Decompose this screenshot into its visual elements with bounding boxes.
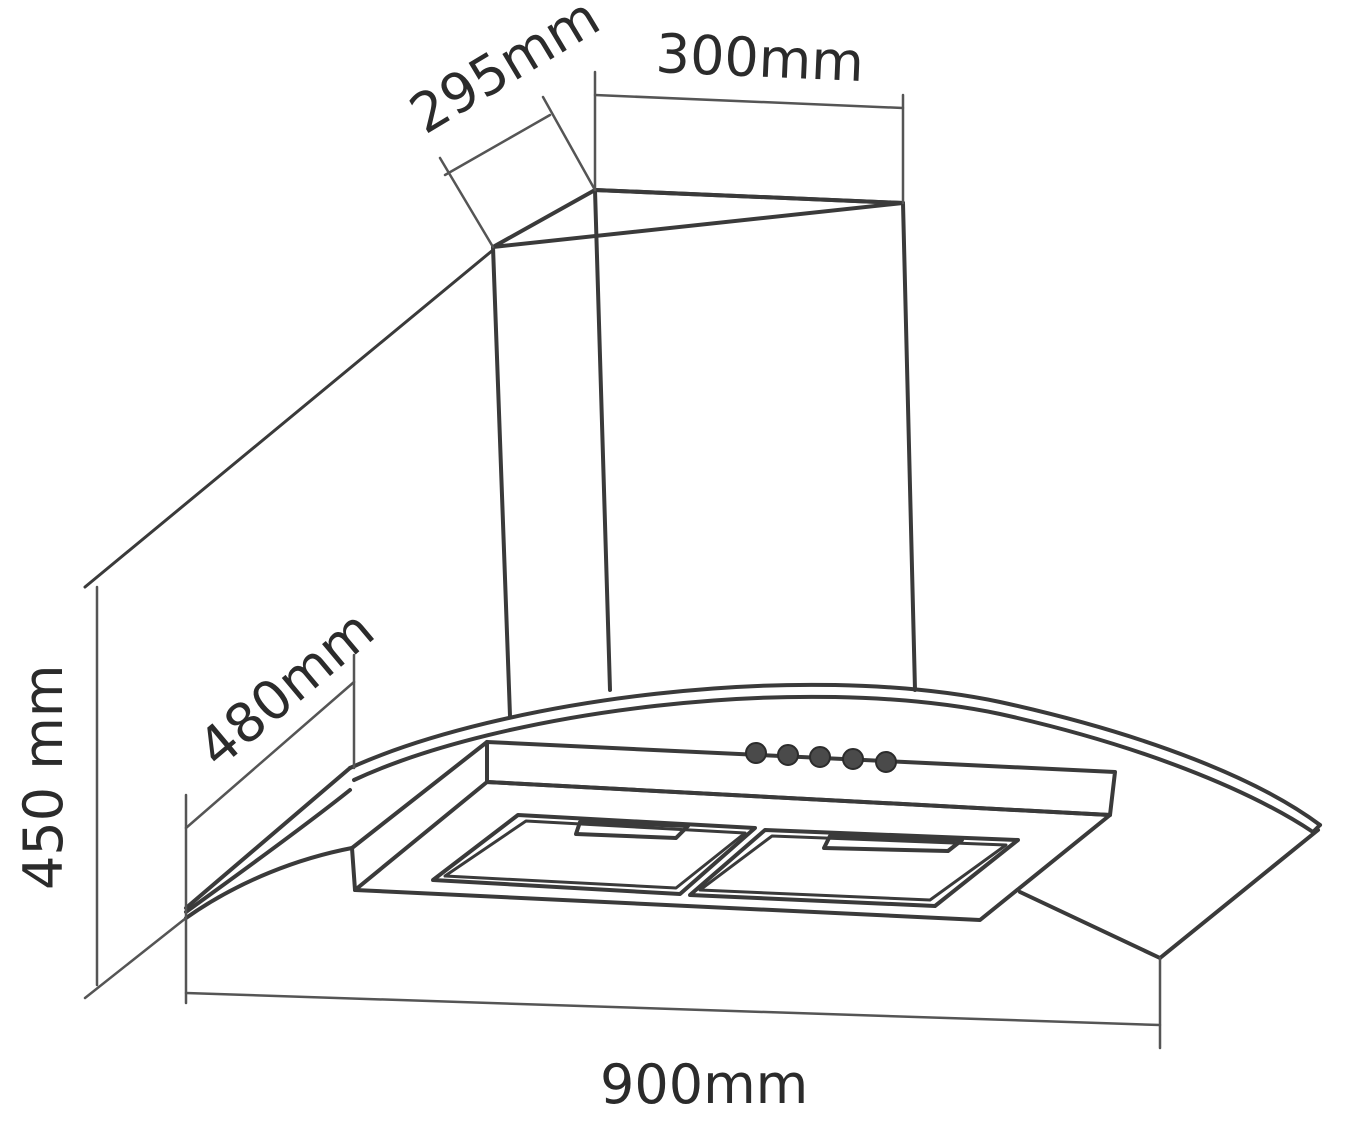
control-knob[interactable] (777, 744, 799, 766)
dimension-width: 900mm (184, 910, 1162, 1116)
canopy-right-bottom (1018, 890, 1162, 960)
hood-body (350, 740, 1117, 922)
hood-left-side (350, 740, 489, 850)
dim-295-line (443, 113, 552, 177)
canopy-left-curve-1 (184, 788, 352, 914)
wall-back-edge (83, 248, 495, 589)
dim-300-line (593, 93, 905, 110)
light-left (574, 820, 690, 840)
control-knob[interactable] (745, 742, 767, 764)
hood-left-vertical (350, 846, 357, 892)
grease-filters (431, 813, 1020, 908)
canopy-left-curve-2 (184, 846, 354, 920)
duct-front-right-edge (901, 201, 917, 692)
filter-right (688, 828, 1020, 908)
canopy-left-edge (184, 766, 352, 910)
chimney-duct (491, 188, 917, 718)
hood-bottom-face (353, 780, 1112, 922)
control-panel (745, 742, 897, 773)
duct-front-top-edge (593, 188, 905, 205)
dim-900-label: 900mm (600, 1053, 808, 1116)
dimension-height: 450 mm (12, 585, 188, 1000)
canopy-right-descent (1158, 828, 1320, 960)
control-knob[interactable] (875, 751, 897, 773)
glass-canopy (184, 682, 1322, 960)
dim-295-label: 295mm (399, 0, 610, 146)
filter-right-inner (698, 834, 1008, 902)
dim-295-ext-left (438, 156, 495, 249)
canopy-outer-curve (348, 682, 1322, 827)
dim-900-unit: mm (703, 1053, 808, 1116)
dim-480-line (184, 680, 356, 830)
dimension-duct-depth: 295mm (399, 0, 610, 249)
control-knob[interactable] (809, 746, 831, 768)
dim-450-label: 450 mm (12, 665, 75, 890)
dim-300-label: 300mm (654, 22, 865, 94)
control-knob[interactable] (842, 748, 864, 770)
filter-left-inner (443, 819, 747, 890)
dim-450-ext-bottom (83, 916, 188, 1000)
dim-900-value: 900 (600, 1053, 703, 1116)
duct-left-back-edge (491, 245, 512, 718)
canopy-inner-curve (352, 694, 1315, 834)
dim-900-line (184, 991, 1162, 1027)
dim-480-label: 480mm (186, 598, 386, 780)
dimension-duct-width: 300mm (593, 22, 905, 205)
hood-front-panel (485, 740, 1117, 817)
duct-front-left-edge (593, 188, 612, 692)
light-right (822, 834, 964, 853)
dim-295-ext-right (541, 95, 597, 192)
